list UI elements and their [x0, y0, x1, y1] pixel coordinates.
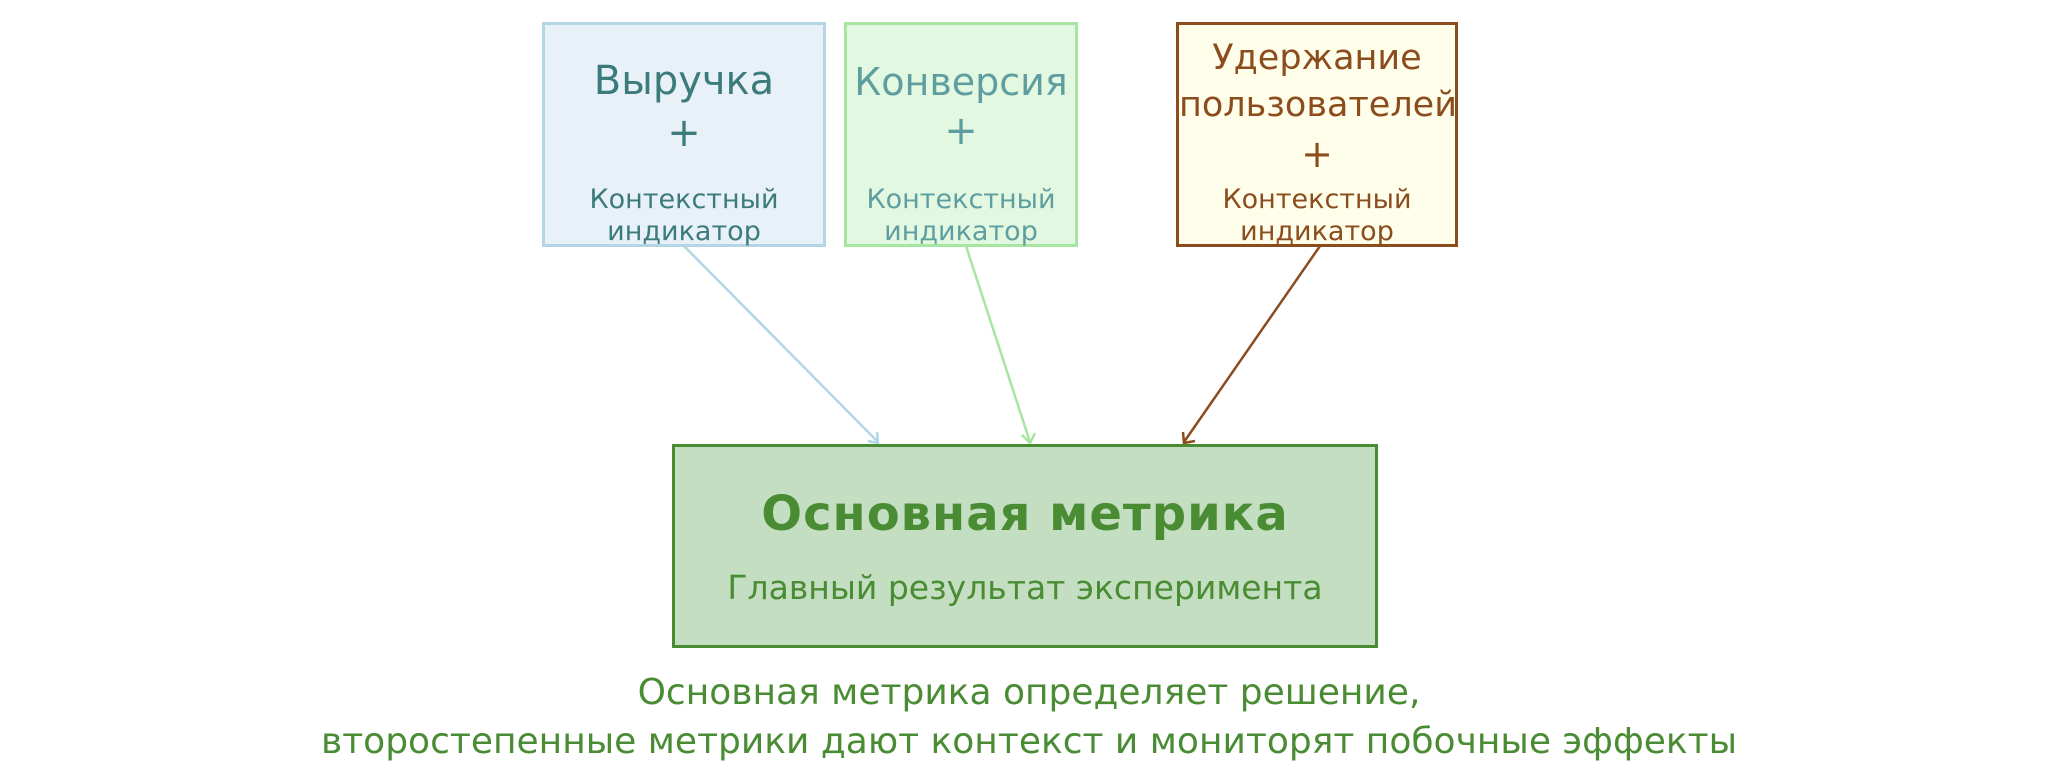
secondary-metric-revenue: Выручка + Контекстный индикатор: [542, 22, 826, 247]
metric-title-line1: Удержание: [1212, 38, 1422, 78]
primary-metric: Основная метрика Главный результат экспе…: [672, 444, 1378, 648]
arrow-revenue-to-primary: [683, 245, 880, 445]
metric-title: Конверсия: [854, 60, 1068, 104]
context-label-line2: индикатор: [884, 216, 1038, 247]
metric-title: Выручка: [593, 58, 775, 104]
context-label-line1: Контекстный: [589, 184, 779, 215]
context-label-line1: Контекстный: [1222, 184, 1412, 215]
context-label-line2: индикатор: [607, 216, 761, 247]
arrow-conversion-to-primary: [964, 245, 1037, 446]
secondary-metric-conversion: Конверсия + Контекстный индикатор: [844, 22, 1078, 247]
context-label-line2: индикатор: [1240, 216, 1394, 247]
primary-metric-title: Основная метрика: [761, 486, 1289, 542]
plus-sign: +: [1301, 132, 1333, 176]
secondary-metric-retention: Удержание пользователей + Контекстный ин…: [1176, 22, 1458, 247]
arrow-retention-to-primary: [1181, 245, 1322, 445]
caption-line-1: Основная метрика определяет решение,: [637, 672, 1421, 713]
plus-sign: +: [667, 110, 701, 156]
plus-sign: +: [944, 108, 978, 154]
primary-metric-subtitle: Главный результат эксперимента: [727, 568, 1323, 607]
metric-title-line2: пользователей: [1179, 85, 1457, 125]
context-label-line1: Контекстный: [866, 184, 1056, 215]
caption-line-2: второстепенные метрики дают контекст и м…: [320, 721, 1738, 762]
